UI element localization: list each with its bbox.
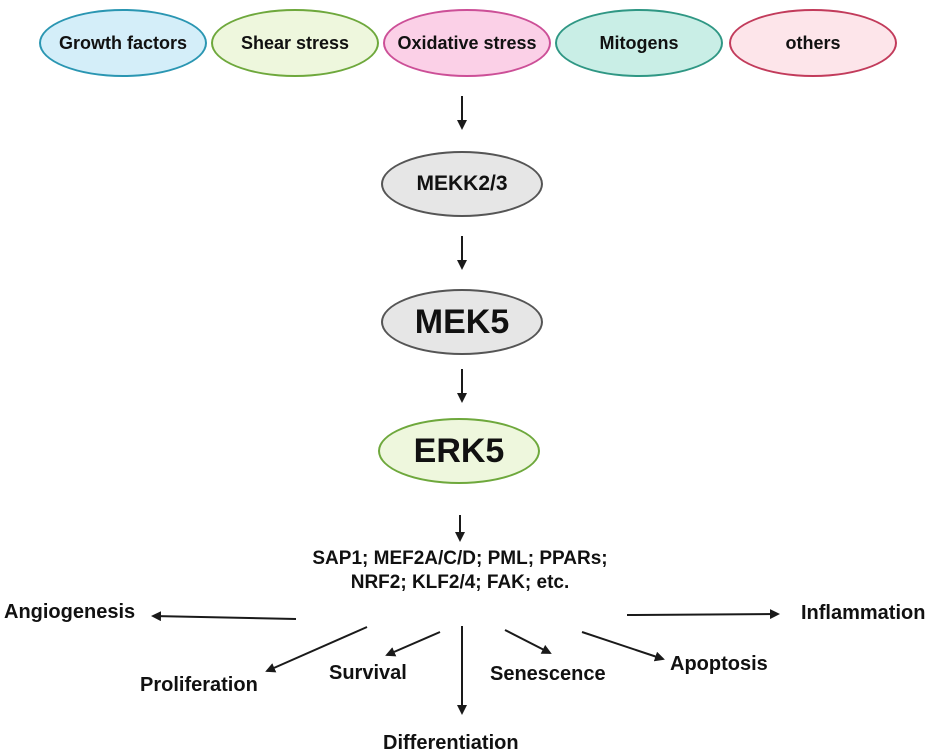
outcome-apoptosis: Apoptosis [670, 653, 768, 675]
stimulus-growth-factors: Growth factors [39, 9, 207, 77]
arrow-to-proliferation [265, 626, 368, 673]
outcome-differentiation: Differentiation [383, 732, 519, 754]
outcome-angiogenesis: Angiogenesis [4, 601, 136, 623]
mek5-node: MEK5 [381, 289, 543, 355]
arrow-to-survival [385, 631, 441, 657]
stimulus-mitogens: Mitogens [555, 9, 723, 77]
outcome-survival: Survival [329, 662, 407, 684]
downstream-targets: SAP1; MEF2A/C/D; PML; PPARs; NRF2; KLF2/… [230, 547, 690, 595]
erk5-node: ERK5 [378, 418, 540, 484]
arrow-to-angiogenesis [151, 611, 297, 622]
stimulus-shear-stress: Shear stress [211, 9, 379, 77]
outcome-senescence: Senescence [490, 663, 606, 685]
arrow-to-senescence [504, 629, 552, 654]
mekk2-3-node: MEKK2/3 [381, 151, 543, 217]
arrow-to-apoptosis [581, 631, 665, 662]
targets-line-2: NRF2; KLF2/4; FAK; etc. [350, 572, 570, 593]
outcome-proliferation: Proliferation [140, 674, 258, 696]
targets-line-1: SAP1; MEF2A/C/D; PML; PPARs; [312, 548, 608, 569]
outcome-inflammation: Inflammation [801, 602, 926, 624]
arrow-to-inflammation [626, 609, 780, 620]
stimulus-oxidative-stress: Oxidative stress [383, 9, 551, 77]
stimulus-others: others [729, 9, 897, 77]
